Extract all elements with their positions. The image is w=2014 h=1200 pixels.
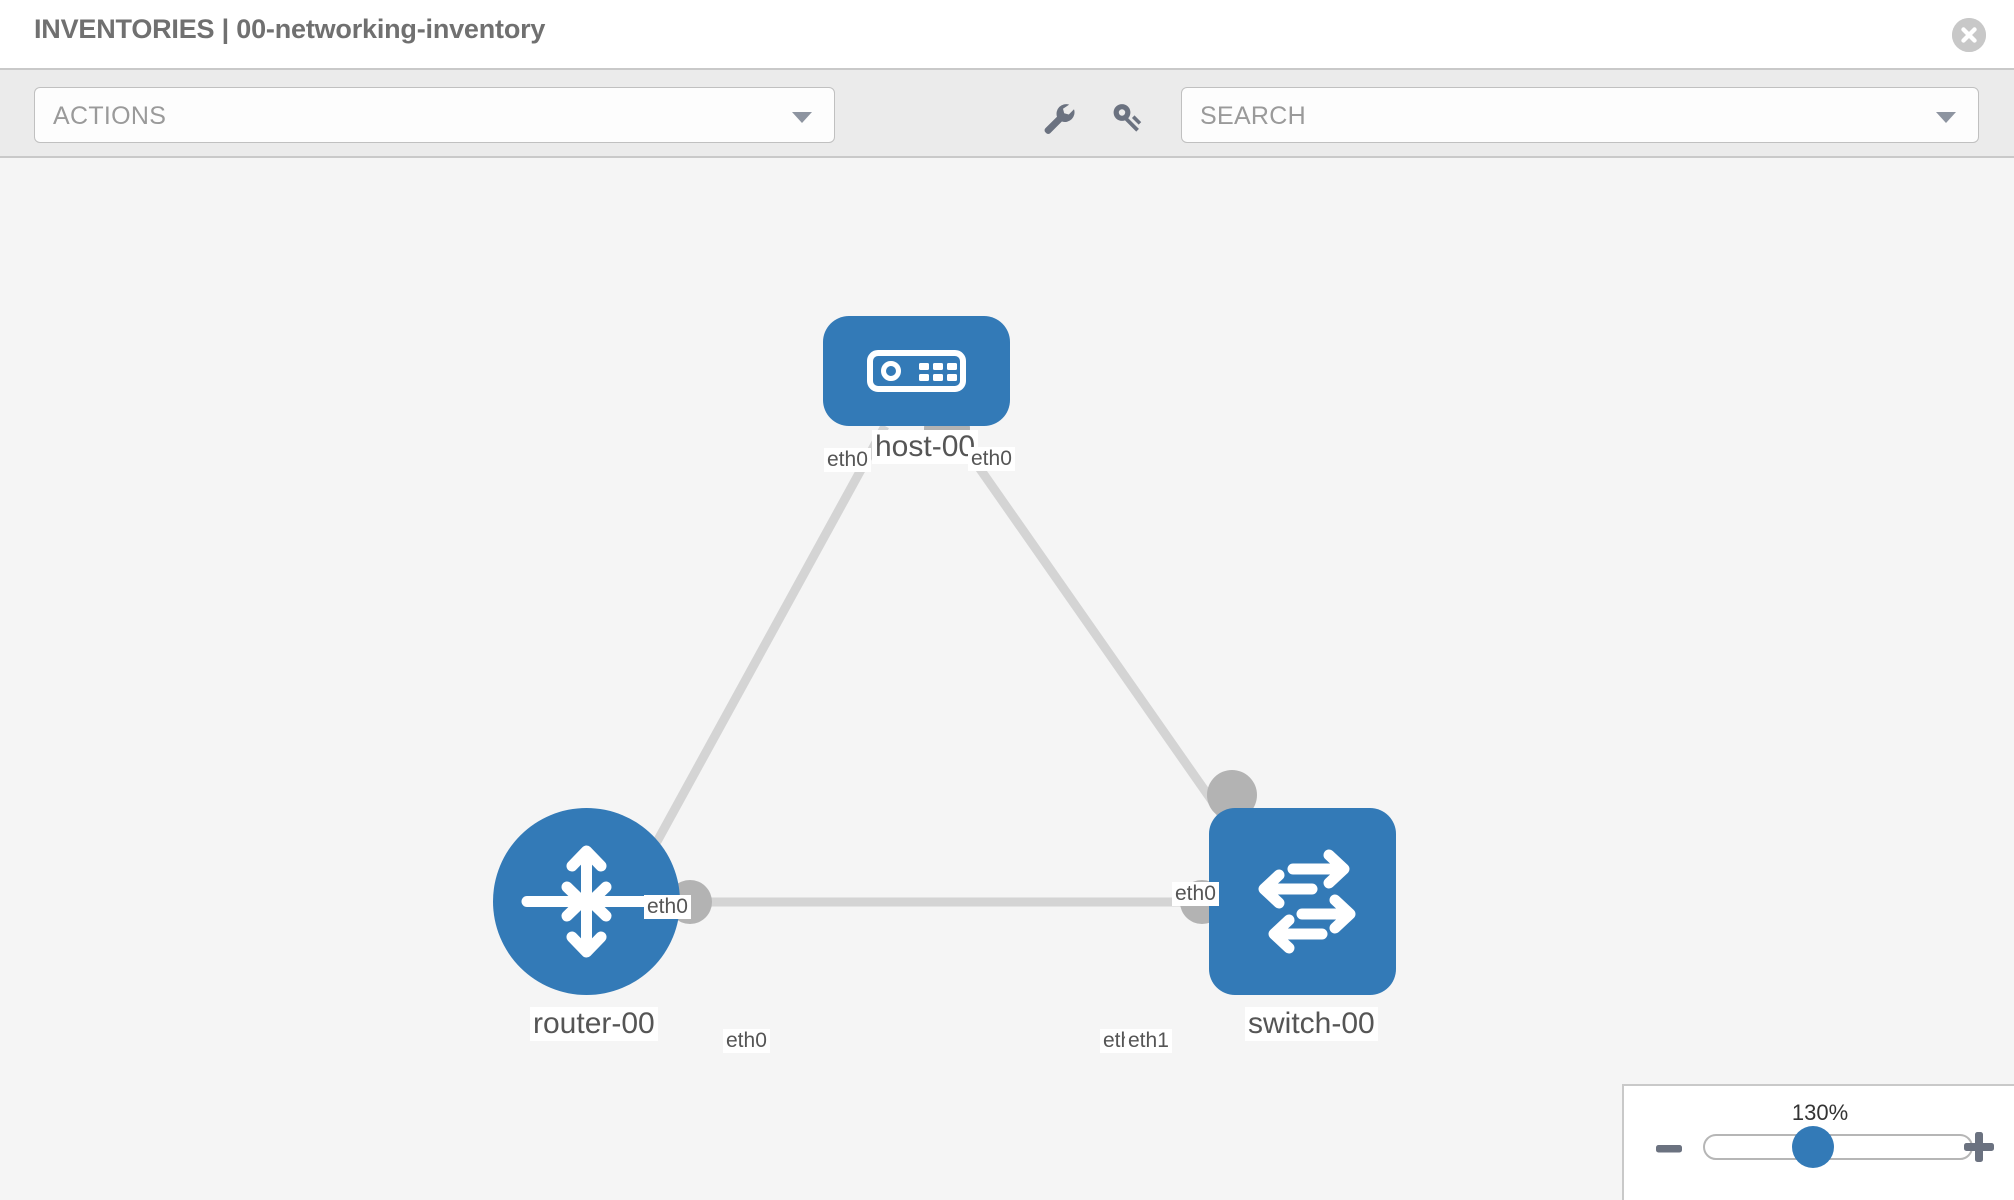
search-input[interactable]: SEARCH (1181, 87, 1979, 143)
zoom-level-value: 130% (1791, 1100, 1849, 1125)
search-placeholder: SEARCH (1200, 102, 1306, 130)
zoom-slider-track[interactable] (1703, 1134, 1973, 1160)
page-title: INVENTORIES | 00-networking-inventory (34, 14, 546, 44)
server-icon (867, 350, 966, 392)
iface-label-switch-to-router-b: eth1 (1125, 1029, 1172, 1054)
close-icon[interactable] (1952, 18, 1986, 52)
key-icon[interactable] (1108, 98, 1148, 138)
node-label-host-00: host-00 (872, 430, 979, 464)
iface-label-router-to-host: eth0 (644, 895, 691, 920)
toolbar: ACTIONS SEARCH (0, 68, 2014, 158)
iface-label-host-right: eth0 (968, 447, 1015, 472)
actions-dropdown-label: ACTIONS (53, 102, 167, 130)
iface-label-host-left: eth0 (824, 448, 871, 473)
page-header: INVENTORIES | 00-networking-inventory (0, 0, 2014, 68)
chevron-down-icon (792, 112, 812, 123)
actions-dropdown[interactable]: ACTIONS (34, 87, 835, 143)
topology-canvas[interactable]: host-00 eth0 eth0 router-00 switch-00 et… (0, 158, 2014, 1200)
iface-label-switch-to-host: eth0 (1172, 882, 1219, 907)
switch-arrows-icon (1258, 849, 1356, 954)
node-label-router-00: router-00 (530, 1007, 658, 1041)
node-host-00[interactable] (823, 316, 1010, 426)
router-arrows-icon (521, 845, 652, 958)
zoom-slider-thumb[interactable] (1792, 1126, 1834, 1168)
minus-icon[interactable] (1654, 1134, 1684, 1164)
zoom-control-panel: 130% (1622, 1084, 2014, 1200)
topology-links (644, 423, 1249, 907)
chevron-down-icon[interactable] (1936, 112, 1956, 123)
iface-label-router-to-switch: eth0 (723, 1029, 770, 1054)
plus-icon[interactable] (1962, 1130, 1996, 1164)
node-switch-00[interactable] (1209, 808, 1396, 995)
wrench-icon[interactable] (1039, 98, 1079, 138)
node-label-switch-00: switch-00 (1245, 1007, 1378, 1041)
